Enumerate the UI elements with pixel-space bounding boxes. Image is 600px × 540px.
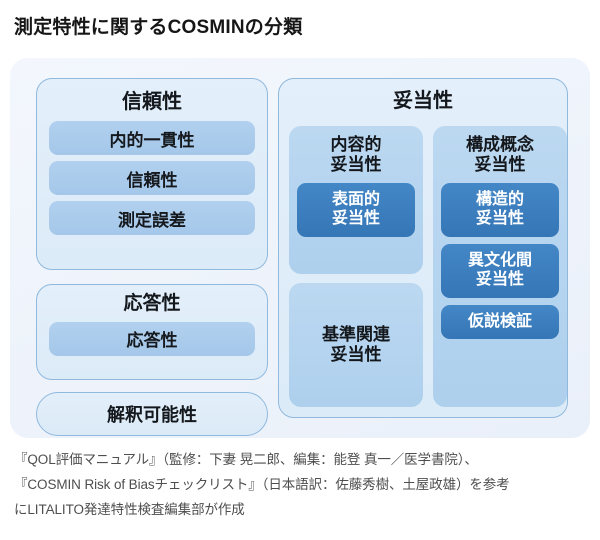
list-item: 表面的 妥当性 <box>297 183 415 237</box>
list-item: 内的一貫性 <box>49 121 255 155</box>
validity-group-title: 妥当性 <box>393 90 453 112</box>
list-item: 測定誤差 <box>49 201 255 235</box>
interpretability-label: 解釈可能性 <box>107 405 197 425</box>
construct-validity-card: 構成概念 妥当性 構造的 妥当性 <box>433 126 567 407</box>
responsiveness-group: 応答性 応答性 <box>36 284 268 380</box>
content-validity-title-line2: 妥当性 <box>330 155 382 175</box>
criterion-validity-title-line2: 妥当性 <box>330 345 382 364</box>
construct-validity-item-list: 構造的 妥当性 異文化間 妥当性 <box>441 183 559 340</box>
criterion-validity-title: 基準関連 妥当性 <box>297 325 415 365</box>
structural-validity-line1: 構造的 <box>475 191 524 209</box>
construct-validity-title: 構成概念 妥当性 <box>441 135 559 175</box>
list-item: 仮説検証 <box>441 304 559 340</box>
interpretability-box: 解釈可能性 <box>36 392 268 436</box>
source-footnote: 『QOL評価マニュアル』（監修：下妻 晃二郎、編集：能登 真一／医学書院）、 『… <box>14 448 590 523</box>
reliability-group-title: 信頼性 <box>122 91 182 113</box>
responsiveness-item-list: 応答性 <box>37 321 267 356</box>
list-item: 構造的 妥当性 <box>441 183 559 237</box>
validity-group: 妥当性 内容的 妥当性 表面的 妥当性 <box>278 78 568 418</box>
cross-cultural-validity-line2: 妥当性 <box>475 270 524 288</box>
responsiveness-group-title: 応答性 <box>123 293 181 314</box>
footnote-line-3: にLITALITO発達特性検査編集部が作成 <box>14 501 245 517</box>
content-validity-title-line1: 内容的 <box>330 135 382 154</box>
construct-validity-title-line1: 構成概念 <box>466 135 534 154</box>
footnote-line-1: 『QOL評価マニュアル』（監修：下妻 晃二郎、編集：能登 真一／医学書院）、 <box>14 452 478 467</box>
cross-cultural-validity-line1: 異文化間 <box>467 251 532 269</box>
face-validity-line2: 妥当性 <box>331 209 380 227</box>
validity-subgroups: 内容的 妥当性 表面的 妥当性 <box>289 126 567 407</box>
reliability-item-list: 内的一貫性 信頼性 測定誤差 <box>37 121 267 235</box>
construct-validity-title-line2: 妥当性 <box>474 155 526 175</box>
hypothesis-testing-label: 仮説検証 <box>467 312 532 330</box>
criterion-validity-card: 基準関連 妥当性 <box>289 283 423 407</box>
structural-validity-line2: 妥当性 <box>475 209 524 227</box>
validity-right-subcolumn: 構成概念 妥当性 構造的 妥当性 <box>433 126 567 407</box>
footnote-line-2: 『COSMIN Risk of Biasチェックリスト』（日本語訳：佐藤秀樹、土… <box>14 476 510 492</box>
content-validity-card: 内容的 妥当性 表面的 妥当性 <box>289 126 423 274</box>
page-title: 測定特性に関するCOSMINの分類 <box>14 17 303 38</box>
cosmin-classification-diagram: 信頼性 内的一貫性 信頼性 測定誤差 応答性 応答性 解釈可能性 妥当性 <box>10 58 590 438</box>
list-item: 信頼性 <box>49 161 255 195</box>
list-item: 異文化間 妥当性 <box>441 243 559 298</box>
validity-left-subcolumn: 内容的 妥当性 表面的 妥当性 <box>289 126 423 407</box>
reliability-group: 信頼性 内的一貫性 信頼性 測定誤差 <box>36 78 268 270</box>
face-validity-line1: 表面的 <box>331 191 380 209</box>
list-item: 応答性 <box>49 321 255 356</box>
content-validity-title: 内容的 妥当性 <box>297 135 415 175</box>
content-validity-item-list: 表面的 妥当性 <box>297 183 415 237</box>
criterion-validity-title-line1: 基準関連 <box>322 324 390 344</box>
